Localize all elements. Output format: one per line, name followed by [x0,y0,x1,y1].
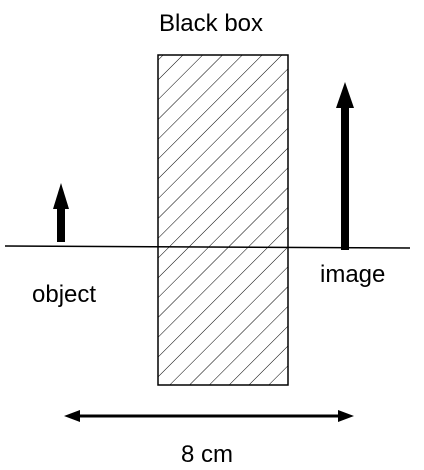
image-arrow-icon [336,82,354,250]
image-label: image [320,261,385,288]
black-box [157,54,289,386]
optical-axis [4,245,411,249]
object-label: object [32,281,96,308]
width-label: 8 cm [181,441,233,468]
object-arrow-icon [53,183,69,242]
diagram-title: Black box [159,10,263,37]
width-dimension-arrow-icon [64,410,354,422]
